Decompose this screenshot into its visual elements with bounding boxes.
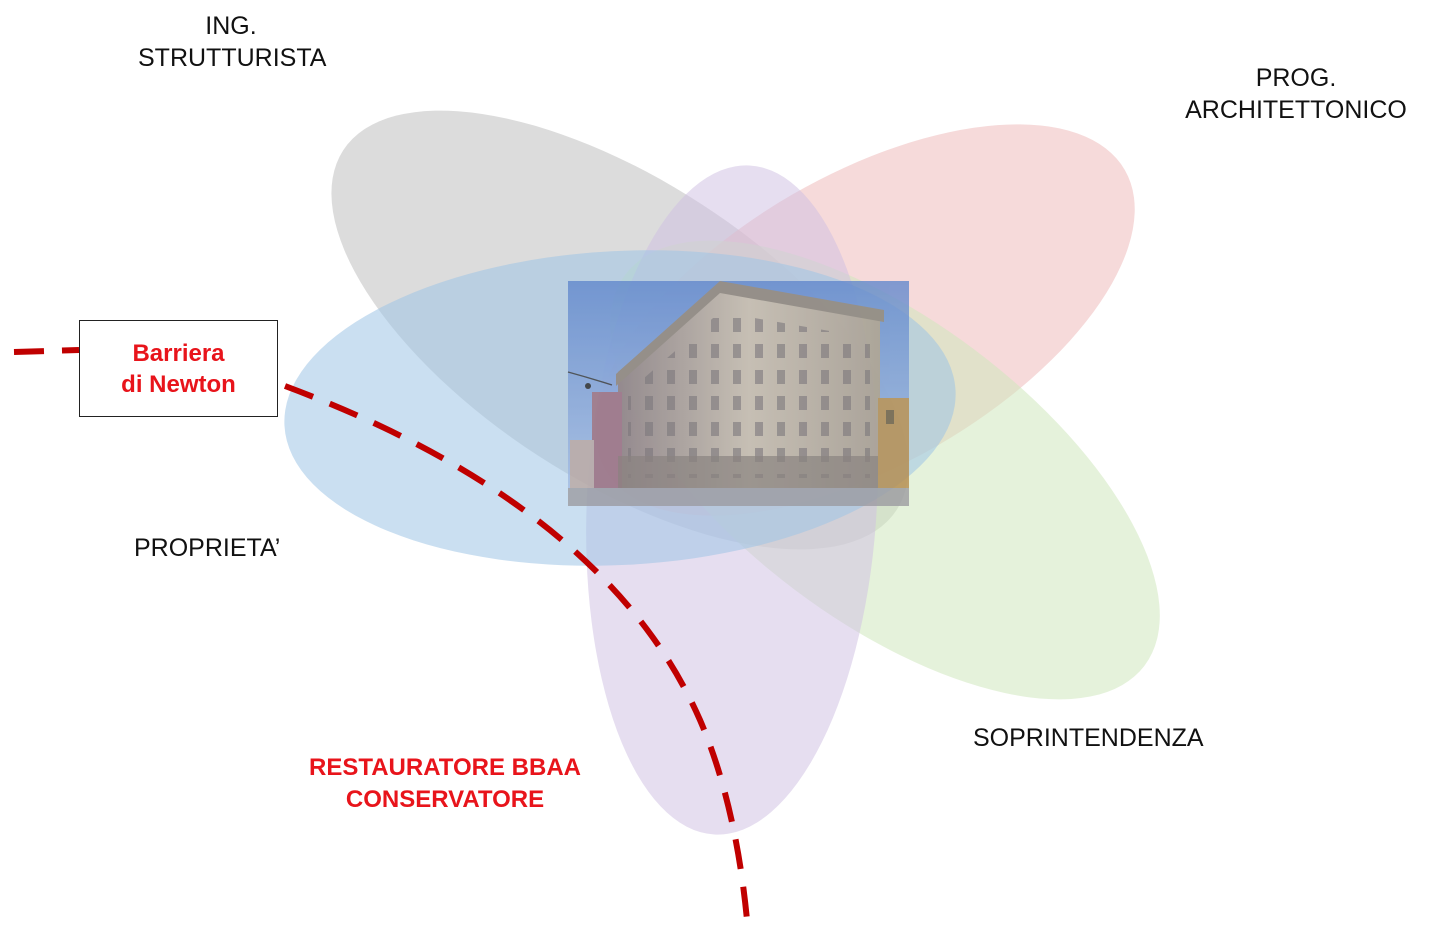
newton-barrier-line-1: Barriera <box>132 339 225 367</box>
label-structural-line-2: STRUTTURISTA <box>138 44 327 72</box>
label-restorer: RESTAURATORE BBAA CONSERVATORE <box>270 752 620 816</box>
label-restorer-line-1: RESTAURATORE BBAA <box>308 754 581 781</box>
newton-barrier-line-2: di Newton <box>121 370 236 398</box>
label-superintendence-line-1: SOPRINTENDENZA <box>973 724 1204 752</box>
label-superintendence: SOPRINTENDENZA <box>973 722 1204 754</box>
newton-barrier-line-left <box>13 347 80 355</box>
label-structural-line-1: ING. <box>205 12 257 40</box>
building-photo <box>567 281 909 506</box>
label-architect-line-1: PROG. <box>1255 64 1337 92</box>
label-structural-engineer: ING. STRUTTURISTA <box>138 10 327 74</box>
label-architect: PROG. ARCHITETTONICO <box>1165 62 1427 126</box>
label-architect-line-2: ARCHITETTONICO <box>1185 96 1407 124</box>
label-owner: PROPRIETA’ <box>134 532 280 564</box>
newton-barrier-line <box>283 383 751 931</box>
newton-barrier-label: Barriera di Newton <box>79 320 278 417</box>
label-owner-line-1: PROPRIETA’ <box>134 534 281 562</box>
label-restorer-line-2: CONSERVATORE <box>345 786 545 813</box>
